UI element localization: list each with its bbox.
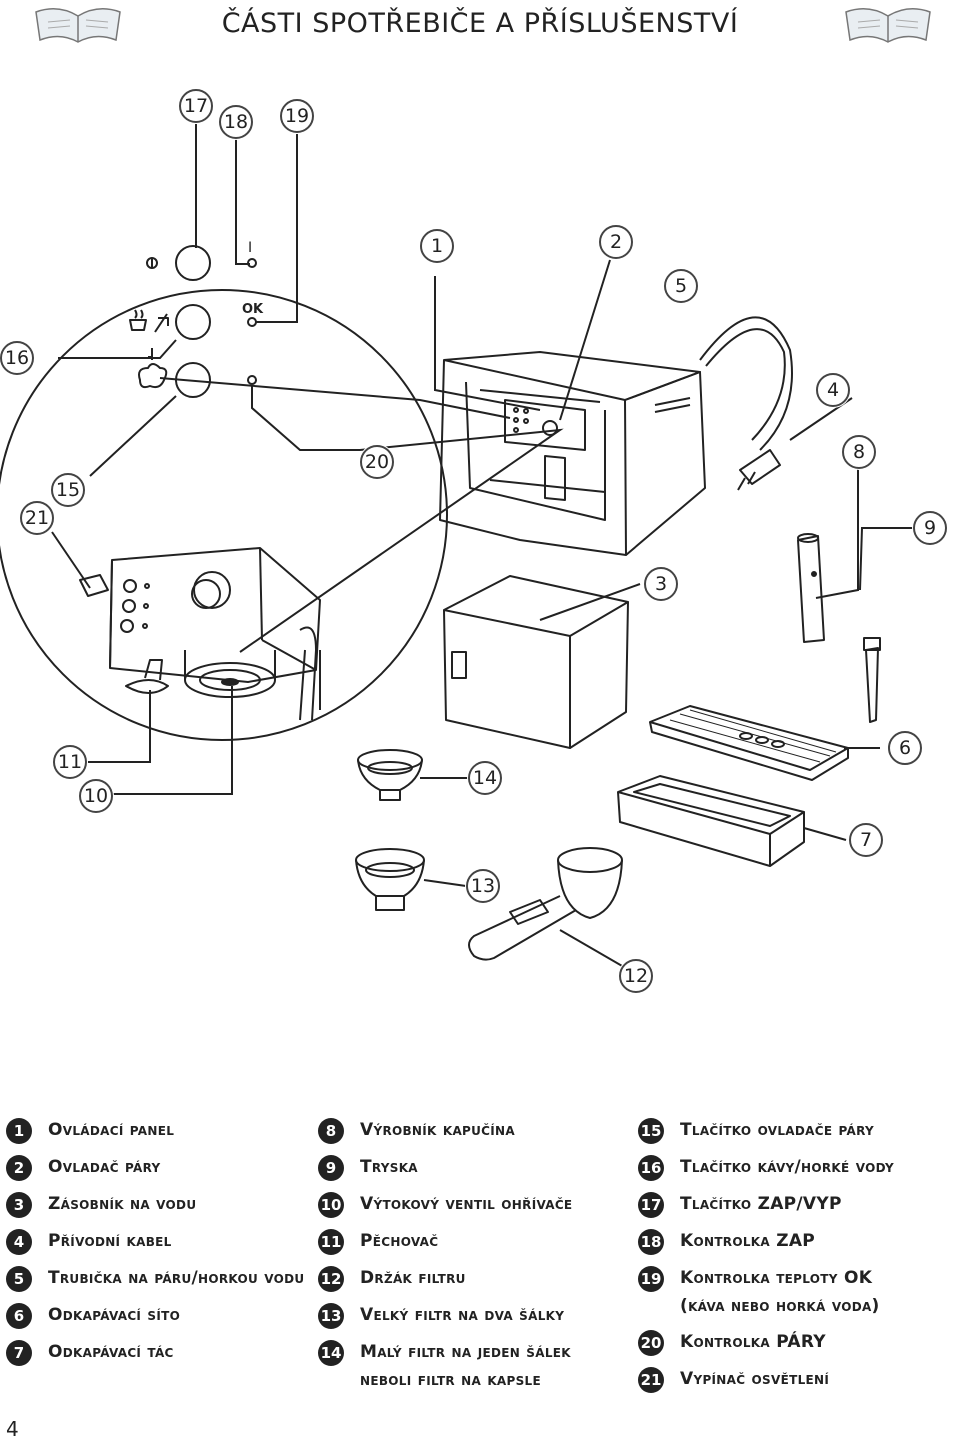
callout-3: 3 [643, 566, 679, 602]
ok-mark: OK [242, 302, 264, 317]
callout-7: 7 [848, 822, 884, 858]
callout-2: 2 [598, 224, 634, 260]
callout-6: 6 [887, 730, 923, 766]
page-number: 4 [6, 1417, 19, 1441]
callout-18: 18 [218, 104, 254, 140]
callout-17: 17 [178, 88, 214, 124]
callout-4: 4 [815, 372, 851, 408]
detail-circle [0, 289, 448, 741]
callout-8: 8 [841, 434, 877, 470]
callout-9: 9 [912, 510, 948, 546]
book-icon [35, 8, 121, 43]
callout-12: 12 [618, 958, 654, 994]
callout-16: 16 [0, 340, 35, 376]
callout-21: 21 [19, 500, 55, 536]
appliance-diagram [0, 124, 914, 975]
callout-11: 11 [52, 744, 88, 780]
callout-19: 19 [279, 98, 315, 134]
callout-5: 5 [663, 268, 699, 304]
power-mark: I [248, 240, 253, 256]
callout-1: 1 [419, 228, 455, 264]
callout-15: 15 [50, 472, 86, 508]
callout-13: 13 [465, 868, 501, 904]
page-title: ČÁSTI SPOTŘEBIČE A PŘÍSLUŠENSTVÍ [221, 8, 739, 39]
callout-10: 10 [78, 778, 114, 814]
callout-14: 14 [467, 760, 503, 796]
callout-20: 20 [359, 444, 395, 480]
book-icon [845, 8, 931, 43]
